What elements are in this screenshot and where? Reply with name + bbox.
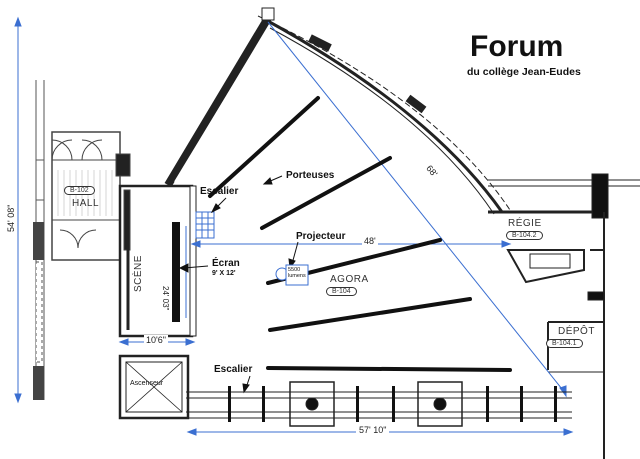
- scene-width-dim: 10'6": [144, 335, 168, 345]
- projector-spec-line2: lumens: [288, 273, 306, 279]
- agora-code: B-104: [326, 287, 357, 296]
- width-48-dim: 48': [362, 236, 378, 246]
- top-stairs: [195, 211, 215, 239]
- screen-label: Écran: [212, 258, 240, 269]
- regie-label: RÉGIE: [508, 218, 542, 229]
- south-wall: [186, 381, 572, 427]
- depot-label: DÉPÔT: [558, 326, 595, 337]
- elevator-label: Ascenseur: [130, 380, 164, 387]
- scene-label: SCÈNE: [133, 255, 144, 292]
- hall-label: HALL: [72, 198, 100, 209]
- width-48-line: [190, 240, 512, 248]
- scene-dims: [118, 226, 196, 346]
- depot-code: B-104.1: [546, 339, 583, 348]
- agora-label: AGORA: [330, 274, 369, 285]
- diagonal-dimension: [267, 21, 567, 398]
- projector-spec-line1: 5500: [288, 267, 301, 273]
- hall-code: B-102: [64, 186, 95, 195]
- scene-room: [118, 184, 197, 338]
- stairs-bottom-label: Escalier: [214, 364, 253, 375]
- plan-subtitle: du collège Jean-Eudes: [467, 66, 581, 78]
- regie-code: B-104.2: [506, 231, 543, 240]
- east-rooms: [488, 173, 640, 459]
- scene-depth-dim: 24' 03": [161, 286, 170, 311]
- south-wall-posts: [228, 386, 557, 422]
- annotation-arrows: [178, 175, 299, 394]
- stairs-top-label: Escalier: [200, 186, 239, 197]
- porteuses-label: Porteuses: [286, 170, 335, 181]
- projector-spec: 5500 lumens: [288, 267, 306, 279]
- plan-title: Forum: [470, 30, 564, 63]
- elevator: [118, 354, 190, 420]
- left-dimension-line: [14, 16, 22, 404]
- north-walls: [164, 7, 511, 215]
- screen-size: 9' X 12': [212, 270, 236, 277]
- projector-label: Projecteur: [296, 231, 346, 242]
- bottom-width-dim: 57' 10": [356, 425, 390, 435]
- left-height-dim: 54' 08": [6, 204, 16, 232]
- porteuses-lines: [208, 96, 512, 372]
- west-wall: [33, 80, 45, 400]
- projector: [275, 264, 309, 286]
